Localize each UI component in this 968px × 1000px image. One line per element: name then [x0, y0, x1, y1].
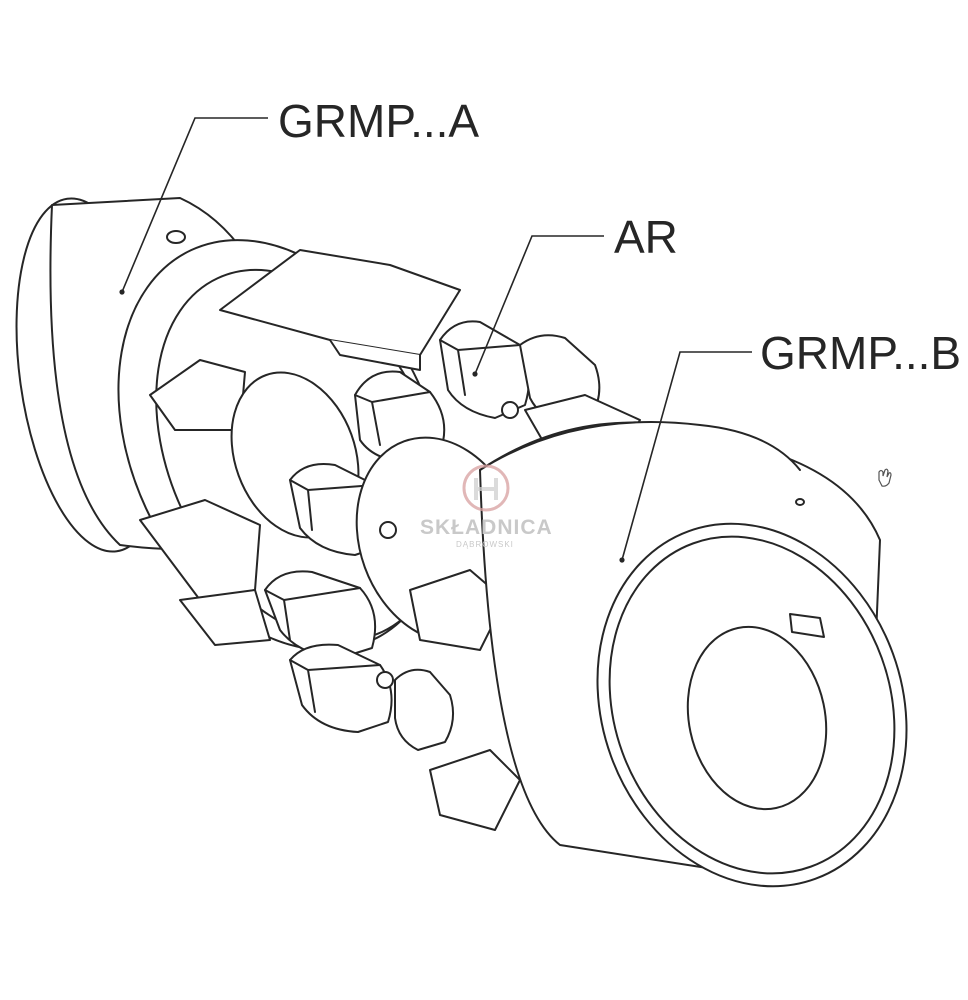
hub-b-set-screw-hole — [795, 498, 805, 506]
watermark-brand: SKŁADNICA — [420, 516, 553, 539]
spider-ar-label: AR — [614, 211, 678, 263]
leader-lines — [121, 117, 752, 561]
hub-b-jaw — [429, 749, 521, 831]
hub-b-keyway — [789, 613, 825, 638]
hub-a-jaw — [179, 589, 271, 646]
hub-a-jaw — [139, 499, 261, 601]
hand-cursor-icon — [878, 468, 892, 487]
leader-dot-spider-ar — [472, 371, 478, 377]
spider-pin — [501, 401, 519, 419]
spider-pin — [379, 521, 397, 539]
leader-dot-hub-b — [619, 557, 625, 563]
spider-tooth — [289, 643, 393, 733]
leader-hub-a — [121, 117, 268, 293]
leader-spider-ar — [474, 235, 604, 375]
hub-b-label: GRMP...B — [760, 327, 962, 379]
leader-dot-hub-a — [119, 289, 125, 295]
hub-a-label: GRMP...A — [278, 95, 480, 147]
hub-a-set-screw-hole — [166, 230, 186, 244]
hub-b — [409, 394, 908, 888]
spider-pin — [376, 671, 394, 689]
spider-tooth — [394, 668, 455, 751]
watermark-sub: DĄBROWSKI — [456, 540, 514, 549]
leader-hub-b — [621, 351, 752, 561]
watermark-logo — [462, 464, 510, 512]
hub-b-bore — [686, 625, 828, 811]
